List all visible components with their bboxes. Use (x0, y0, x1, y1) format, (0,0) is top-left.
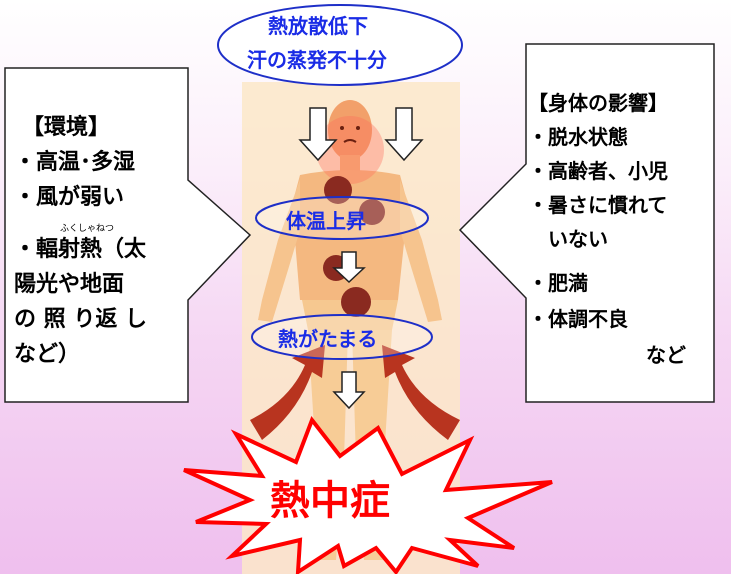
top-ellipse (217, 4, 463, 86)
left-box-item-3-line1: ・輻射熱（太 (14, 237, 147, 262)
right-box-line-1: ・脱水状態 (528, 125, 628, 149)
burst-label: 熱中症 (270, 478, 390, 524)
right-callout-box (458, 43, 715, 403)
left-box-item-3-line2: 陽光や地面 (14, 272, 125, 297)
left-box-ruby: ふくしゃねつ (60, 224, 115, 234)
right-box-line-3: ・暑さに慣れて (528, 193, 668, 217)
down-arrow-mid (332, 251, 366, 284)
right-red-arrow (382, 345, 460, 440)
left-box-item-3-line4: など） (14, 342, 81, 367)
down-arrow-left (298, 107, 338, 162)
left-box-item-3-line3: の 照 り返 し (14, 307, 147, 332)
heat-builds-label: 熱がたまる (278, 327, 378, 351)
right-box-line-7: など (646, 343, 686, 367)
down-arrow-right (384, 107, 424, 162)
right-box-line-5: ・肥満 (528, 271, 588, 295)
left-red-arrow (250, 345, 325, 440)
right-box-line-2: ・高齢者、小児 (528, 159, 668, 183)
right-box-title: 【身体の影響】 (528, 91, 668, 115)
left-box-item-1: ・高温･多湿 (14, 150, 136, 175)
left-callout-box (4, 67, 252, 403)
left-box-title: 【環境】 (22, 115, 111, 140)
top-ellipse-line2: 汗の蒸発不十分 (247, 48, 387, 72)
heat-builds-ellipse (251, 314, 433, 360)
right-box-line-6: ・体調不良 (528, 307, 628, 331)
body-temp-label: 体温上昇 (286, 209, 366, 233)
top-ellipse-line1: 熱放散低下 (268, 14, 368, 38)
left-box-item-2: ・風が弱い (14, 185, 125, 210)
down-arrow-lower (332, 371, 366, 410)
right-box-line-4: いない (528, 227, 608, 251)
starburst-shape (183, 415, 553, 574)
body-temp-ellipse (255, 196, 429, 240)
